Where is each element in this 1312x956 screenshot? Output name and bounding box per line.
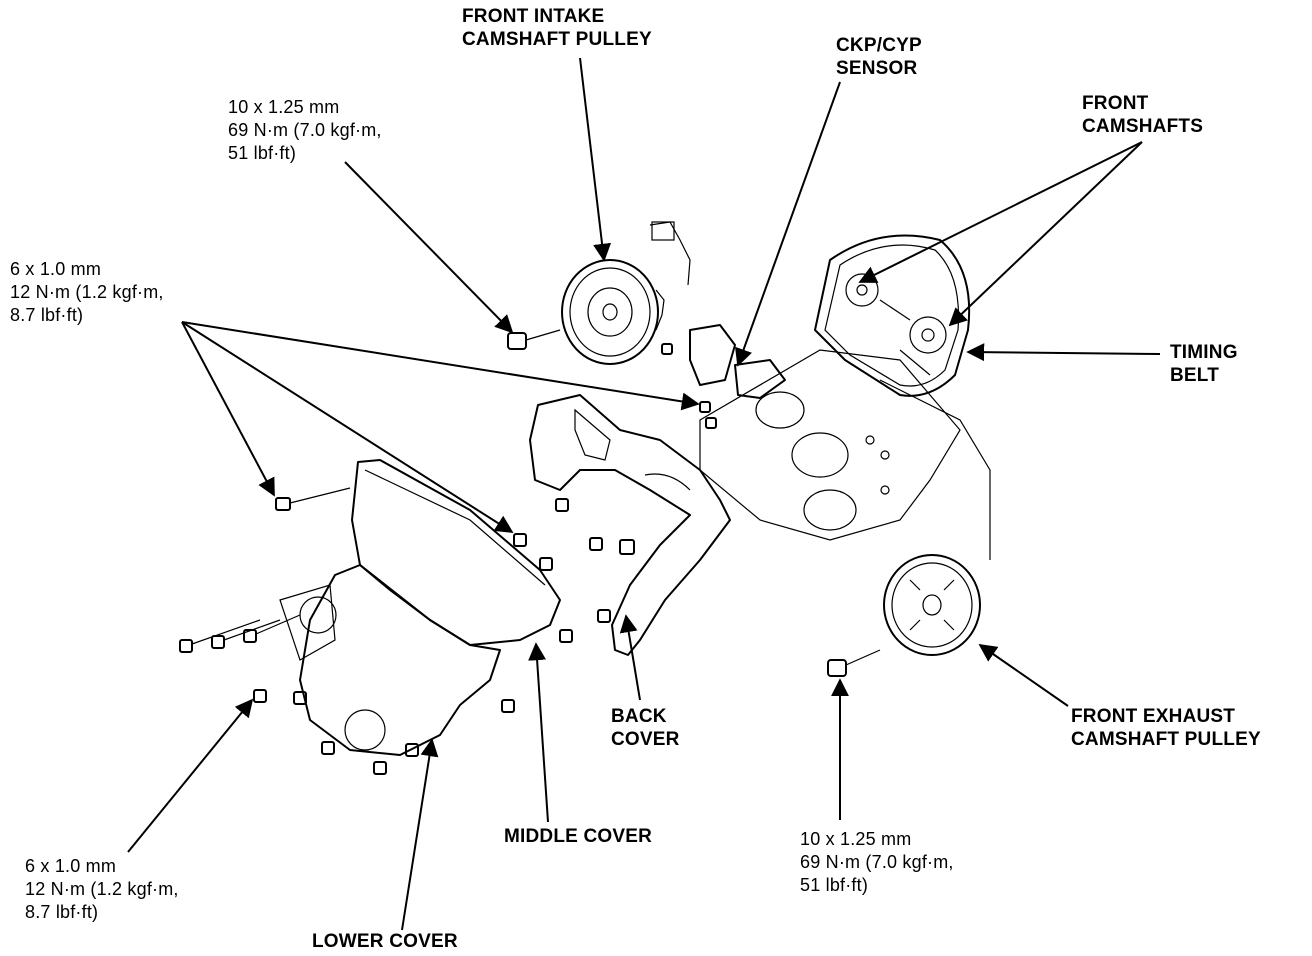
label-line: CAMSHAFTS: [1082, 116, 1204, 137]
label-lower-cover: LOWER COVER: [312, 930, 458, 953]
leader-lines: [127, 57, 1161, 931]
label-line: CAMSHAFT PULLEY: [1071, 729, 1261, 750]
label-bolt-6x10-upper: 6 x 1.0 mm 12 N·m (1.2 kgf·m, 8.7 lbf·ft…: [10, 258, 164, 327]
label-line: 69 N·m (7.0 kgf·m,: [800, 852, 954, 872]
label-line: 51 lbf·ft): [228, 143, 297, 163]
label-line: 6 x 1.0 mm: [10, 259, 102, 279]
middle-cover: [351, 459, 561, 646]
label-line: FRONT: [1082, 93, 1149, 114]
label-line: 12 N·m (1.2 kgf·m,: [25, 879, 179, 899]
label-line: 69 N·m (7.0 kgf·m,: [228, 120, 382, 140]
label-line: 10 x 1.25 mm: [228, 97, 340, 117]
label-front-intake-camshaft-pulley: FRONT INTAKE CAMSHAFT PULLEY: [462, 5, 652, 51]
label-line: 10 x 1.25 mm: [800, 829, 912, 849]
label-bolt-10x125-exhaust: 10 x 1.25 mm 69 N·m (7.0 kgf·m, 51 lbf·f…: [800, 828, 954, 897]
label-line: SENSOR: [836, 58, 918, 79]
label-line: CAMSHAFT PULLEY: [462, 29, 652, 50]
label-line: 8.7 lbf·ft): [25, 902, 99, 922]
label-bolt-6x10-lower: 6 x 1.0 mm 12 N·m (1.2 kgf·m, 8.7 lbf·ft…: [25, 855, 179, 924]
label-bolt-10x125-intake: 10 x 1.25 mm 69 N·m (7.0 kgf·m, 51 lbf·f…: [228, 96, 382, 165]
label-timing-belt: TIMING BELT: [1170, 341, 1238, 387]
label-line: 8.7 lbf·ft): [10, 305, 84, 325]
front-exhaust-camshaft-pulley: [883, 554, 981, 656]
label-ckp-cyp-sensor: CKP/CYP SENSOR: [836, 34, 922, 80]
back-cover: [529, 394, 731, 656]
label-line: TIMING: [1170, 342, 1238, 363]
label-middle-cover: MIDDLE COVER: [504, 825, 652, 848]
timing-belt-assembly: [814, 234, 971, 397]
label-line: COVER: [611, 729, 680, 750]
lower-cover: [279, 564, 501, 756]
label-line: 51 lbf·ft): [800, 875, 869, 895]
label-line: BELT: [1170, 365, 1219, 386]
label-line: 12 N·m (1.2 kgf·m,: [10, 282, 164, 302]
label-line: LOWER COVER: [312, 931, 458, 952]
label-line: MIDDLE COVER: [504, 826, 653, 847]
label-line: BACK: [611, 706, 667, 727]
label-line: FRONT INTAKE: [462, 6, 605, 27]
label-front-exhaust-camshaft-pulley: FRONT EXHAUST CAMSHAFT PULLEY: [1071, 705, 1261, 751]
intake-pulley-bolt: [507, 329, 561, 350]
label-line: CKP/CYP: [836, 35, 922, 56]
front-intake-camshaft-pulley: [561, 259, 665, 365]
label-front-camshafts: FRONT CAMSHAFTS: [1082, 92, 1203, 138]
ckp-cyp-sensor: [649, 221, 786, 399]
cover-bolts: [179, 343, 717, 775]
engine-block: [699, 349, 991, 560]
exhaust-pulley-bolt: [827, 649, 881, 677]
label-line: FRONT EXHAUST: [1071, 706, 1236, 727]
label-line: 6 x 1.0 mm: [25, 856, 117, 876]
label-back-cover: BACK COVER: [611, 705, 680, 751]
